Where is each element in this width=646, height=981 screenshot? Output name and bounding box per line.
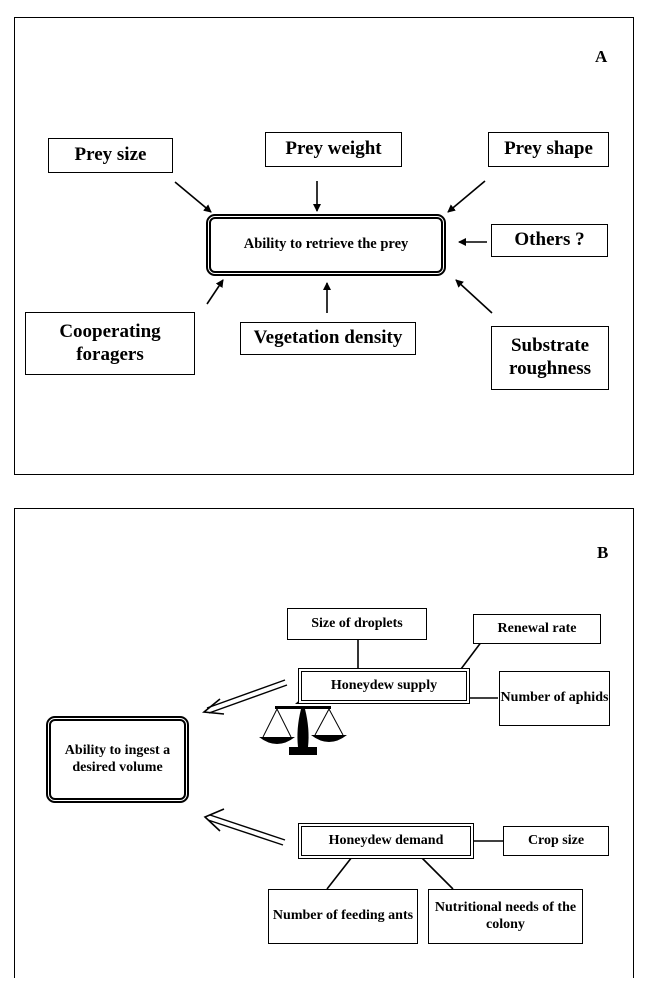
cooperating-foragers-box: Cooperating foragers — [25, 312, 195, 375]
prey-weight-box: Prey weight — [265, 132, 402, 167]
arrow-substrate-roughness — [455, 279, 493, 314]
nutritional-needs-box: Nutritional needs of the colony — [428, 889, 583, 944]
arrow-supply-to-center — [201, 679, 288, 715]
prey-shape-box: Prey shape — [488, 132, 609, 167]
size-of-droplets-box: Size of droplets — [287, 608, 427, 640]
number-of-feeding-ants-box: Number of feeding ants — [268, 889, 418, 944]
ingest-volume-center-box: Ability to ingest a desired volume — [46, 716, 189, 803]
honeydew-supply-box: Honeydew supply — [298, 668, 470, 704]
honeydew-demand-box: Honeydew demand — [298, 823, 474, 859]
vegetation-density-box: Vegetation density — [240, 322, 416, 355]
arrow-prey-shape — [447, 180, 486, 213]
prey-size-box: Prey size — [48, 138, 173, 173]
panel-b: B Size of droplets Renewal rate Honeydew… — [14, 508, 634, 978]
substrate-roughness-box: Substrate roughness — [491, 326, 609, 390]
retrieve-prey-center-box: Ability to retrieve the prey — [206, 214, 446, 276]
number-of-aphids-box: Number of aphids — [499, 671, 610, 726]
panel-a: A Prey size Prey weight Prey shape Abili… — [14, 17, 634, 475]
crop-size-box: Crop size — [503, 826, 609, 856]
arrow-demand-to-center — [203, 808, 286, 846]
others-box: Others ? — [491, 224, 608, 257]
arrow-prey-size — [174, 181, 212, 213]
line-nutrition-to-demand — [420, 856, 454, 890]
panel-a-label: A — [595, 47, 608, 66]
arrow-cooperating-foragers — [206, 279, 224, 305]
line-feeding-ants-to-demand — [326, 856, 353, 890]
scales-icon — [259, 697, 347, 755]
renewal-rate-box: Renewal rate — [473, 614, 601, 644]
panel-b-label: B — [597, 543, 609, 562]
